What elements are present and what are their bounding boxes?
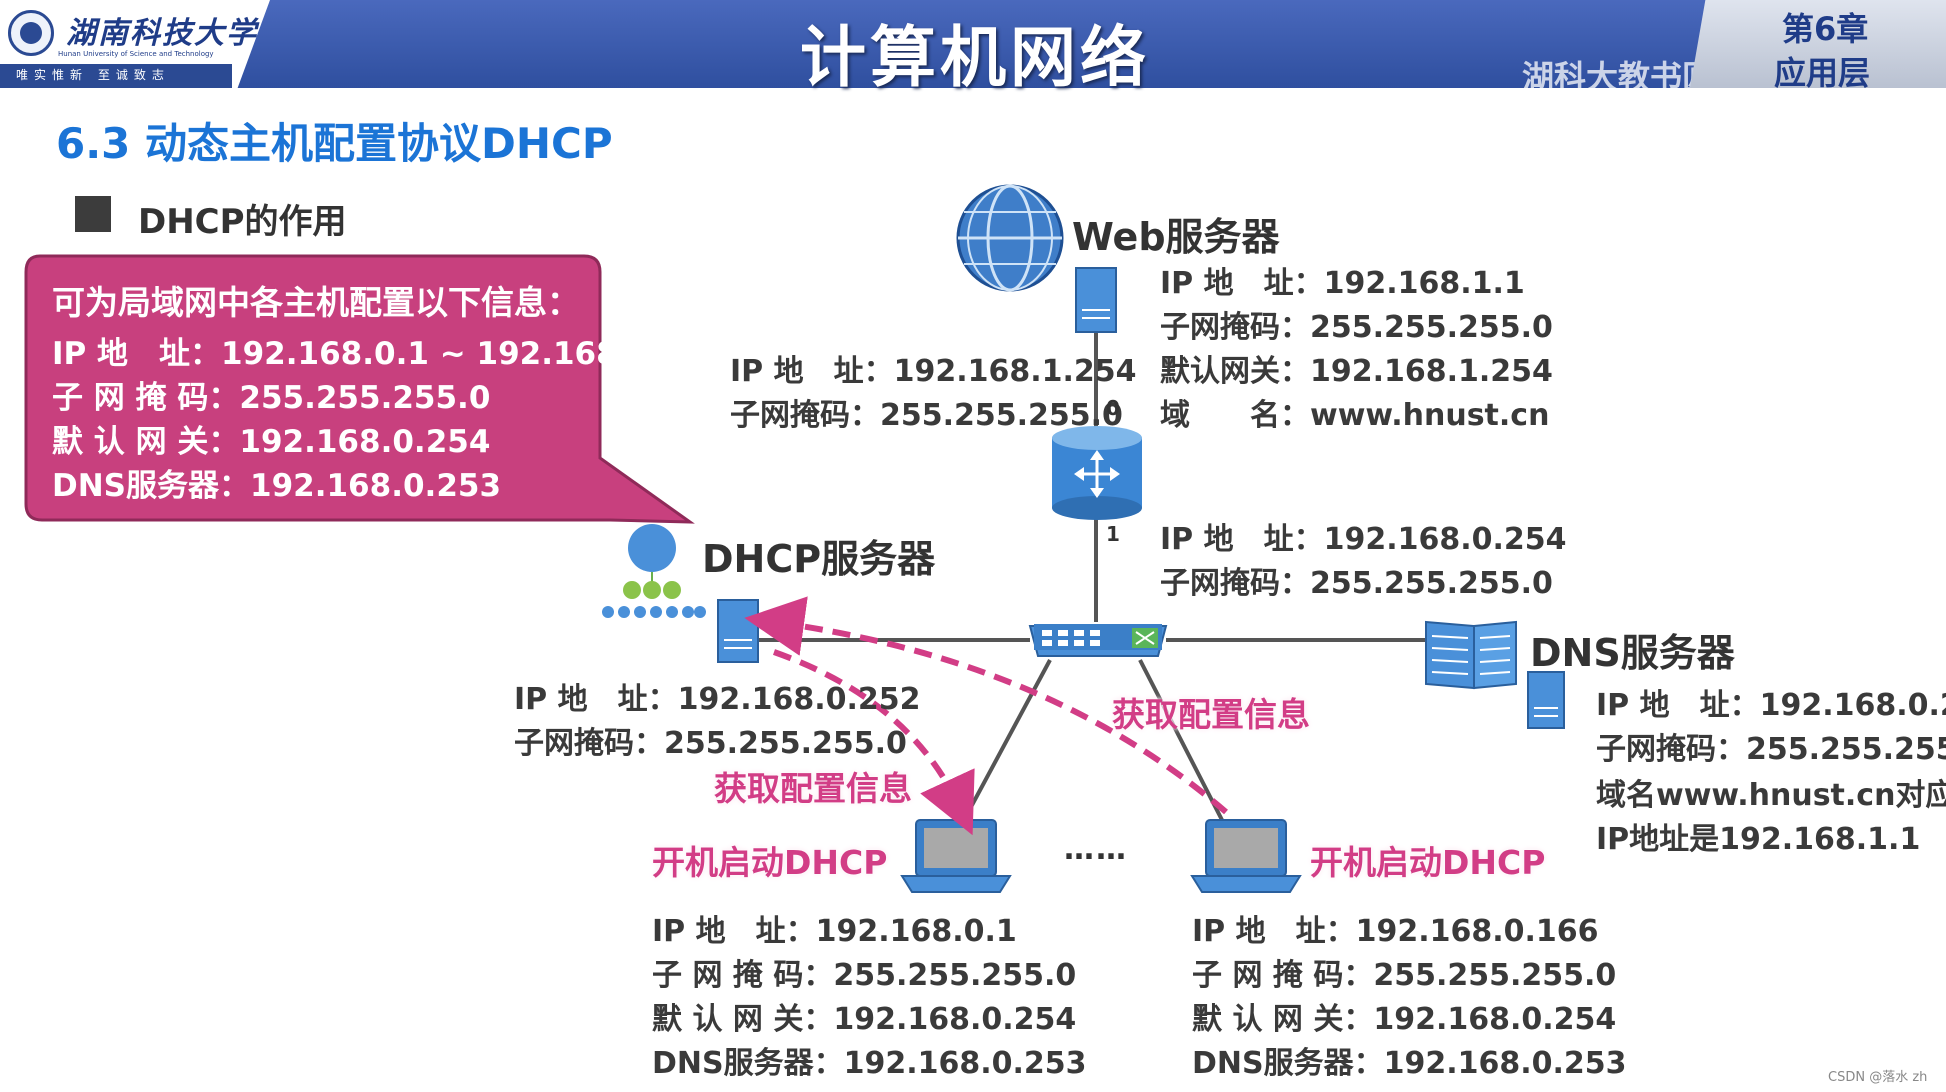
web-server-label: Web服务器 bbox=[1072, 215, 1280, 259]
university-motto: 唯实惟新 至诚致志 bbox=[16, 68, 170, 82]
web-server-gateway: 默认网关：192.168.1.254 bbox=[1160, 354, 1553, 389]
host-left-ip: IP 地 址：192.168.0.1 bbox=[652, 914, 1017, 949]
flow-label-right: 获取配置信息 bbox=[1112, 695, 1310, 734]
network-links bbox=[758, 330, 1430, 821]
layer-label: 应用层 bbox=[1774, 54, 1871, 92]
university-name-en: Hunan University of Science and Technolo… bbox=[58, 50, 214, 58]
header-band bbox=[0, 0, 1946, 88]
callout-line-mask: 子 网 掩 码：255.255.255.0 bbox=[52, 380, 491, 416]
bullet-square-icon bbox=[75, 196, 111, 232]
arrow-to-dhcp bbox=[744, 596, 1228, 815]
university-name: 湖南科技大学 bbox=[66, 16, 258, 51]
footer-credit: CSDN @落水 zh bbox=[1828, 1070, 1928, 1085]
host-right-ip: IP 地 址：192.168.0.166 bbox=[1192, 914, 1599, 949]
dhcp-server-ip: IP 地 址：192.168.0.252 bbox=[514, 682, 921, 717]
switch-icon bbox=[1028, 624, 1168, 657]
laptop-left-icon bbox=[900, 819, 1012, 893]
router-port-1: 1 bbox=[1106, 522, 1120, 546]
dhcp-server-icon bbox=[717, 599, 759, 663]
dns-server-label: DNS服务器 bbox=[1530, 631, 1735, 675]
web-server-icon bbox=[1075, 267, 1117, 333]
callout-heading: 可为局域网中各主机配置以下信息： bbox=[52, 283, 580, 322]
host-right-label: 开机启动DHCP bbox=[1310, 843, 1546, 882]
globe-icon bbox=[956, 184, 1064, 292]
dns-server-record-2: IP地址是192.168.1.1 bbox=[1596, 822, 1921, 857]
host-right-gateway: 默 认 网 关：192.168.0.254 bbox=[1192, 1002, 1617, 1037]
flow-label-left: 获取配置信息 bbox=[714, 769, 912, 808]
host-right-dns: DNS服务器：192.168.0.253 bbox=[1192, 1046, 1627, 1081]
course-title: 计算机网络 bbox=[800, 19, 1150, 96]
watermark: 湖科大教书匠 bbox=[1522, 58, 1715, 96]
router-iface1-mask: 子网掩码：255.255.255.0 bbox=[1160, 566, 1553, 601]
router-iface0-mask: 子网掩码：255.255.255.0 bbox=[730, 398, 1123, 433]
dns-server-icon bbox=[1527, 671, 1565, 729]
dns-server-record-1: 域名www.hnust.cn对应的 bbox=[1596, 778, 1946, 813]
callout-line-gateway: 默 认 网 关：192.168.0.254 bbox=[52, 424, 491, 460]
web-server-ip: IP 地 址：192.168.1.1 bbox=[1160, 266, 1525, 301]
callout-bubble bbox=[24, 254, 695, 524]
chapter-label: 第6章 bbox=[1782, 10, 1869, 48]
university-emblem-icon bbox=[8, 10, 54, 56]
host-left-gateway: 默 认 网 关：192.168.0.254 bbox=[652, 1002, 1077, 1037]
router-iface1-ip: IP 地 址：192.168.0.254 bbox=[1160, 522, 1567, 557]
slide-header: 湖南科技大学 Hunan University of Science and T… bbox=[0, 0, 1946, 96]
dns-server-ip: IP 地 址：192.168.0.253 bbox=[1596, 688, 1946, 723]
motto-bar bbox=[0, 64, 232, 88]
section-title: 6.3 动态主机配置协议DHCP bbox=[56, 119, 613, 168]
chapter-panel bbox=[1690, 0, 1946, 88]
host-left-mask: 子 网 掩 码：255.255.255.0 bbox=[652, 958, 1077, 993]
host-left-dns: DNS服务器：192.168.0.253 bbox=[652, 1046, 1087, 1081]
arrow-to-left-host bbox=[773, 649, 975, 836]
dns-book-icon bbox=[1425, 620, 1517, 690]
router-iface0-ip: IP 地 址：192.168.1.254 bbox=[730, 354, 1137, 389]
flow-arrows bbox=[744, 596, 1228, 836]
callout-line-dns: DNS服务器：192.168.0.253 bbox=[52, 468, 502, 504]
ellipsis: …… bbox=[1064, 832, 1128, 867]
router-icon bbox=[1052, 426, 1142, 520]
dhcp-server-label: DHCP服务器 bbox=[702, 537, 936, 581]
host-left-label: 开机启动DHCP bbox=[652, 843, 888, 882]
dhcp-server-mask: 子网掩码：255.255.255.0 bbox=[514, 726, 907, 761]
dns-server-mask: 子网掩码：255.255.255.0 bbox=[1596, 732, 1946, 767]
dhcp-people-icon bbox=[602, 524, 706, 618]
host-right-mask: 子 网 掩 码：255.255.255.0 bbox=[1192, 958, 1617, 993]
laptop-right-icon bbox=[1190, 819, 1302, 893]
web-server-domain: 域 名：www.hnust.cn bbox=[1160, 398, 1550, 433]
callout-line-ip: IP 地 址：192.168.0.1 ~ 192.168.0.251 bbox=[52, 336, 728, 372]
web-server-mask: 子网掩码：255.255.255.0 bbox=[1160, 310, 1553, 345]
router-port-0: 0 bbox=[1106, 396, 1120, 420]
bullet-heading: DHCP的作用 bbox=[138, 202, 347, 242]
